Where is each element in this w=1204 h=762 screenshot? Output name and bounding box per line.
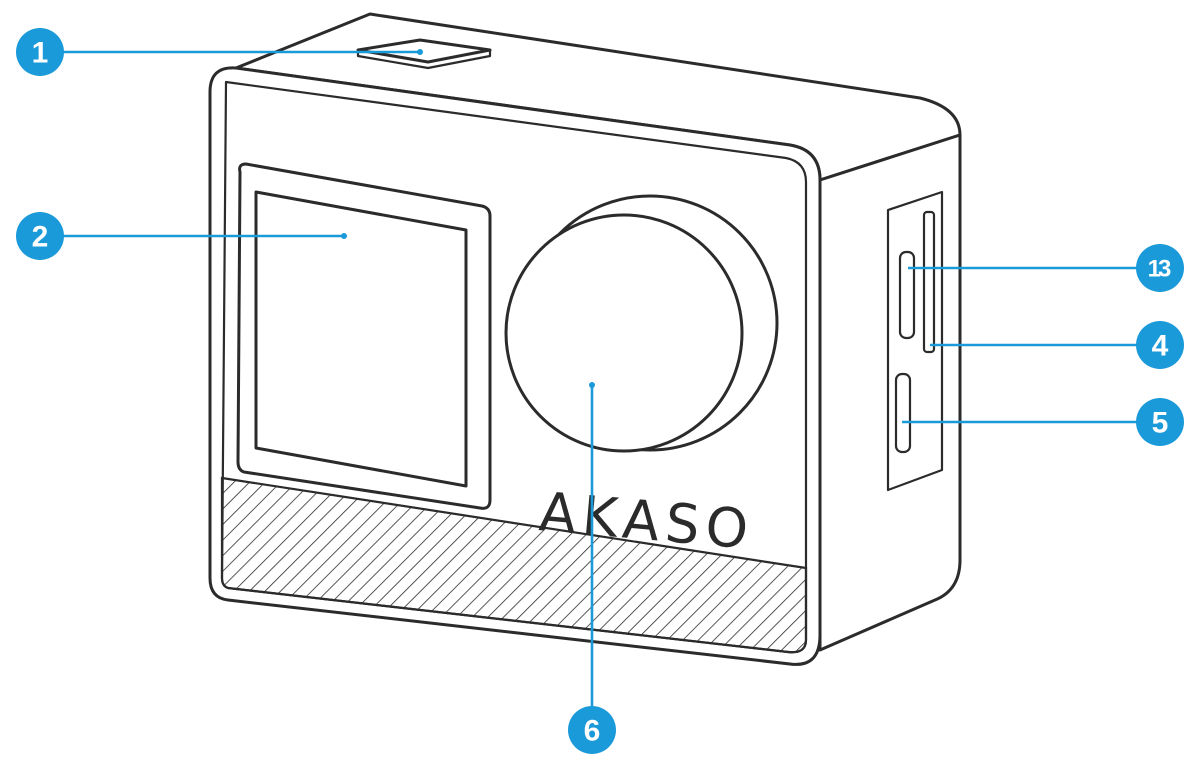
svg-text:4: 4 [1152,330,1169,363]
svg-text:1: 1 [32,37,49,70]
front-screen [254,190,468,488]
sd-card-slot [922,210,936,354]
leader-dot-6 [589,382,595,388]
usb-port [894,372,912,454]
callout-5: 5 [1136,398,1184,446]
port-door [886,190,944,492]
callout-2: 2 [16,212,64,260]
camera-side-face [818,133,962,652]
lens [504,213,744,453]
callout-3: 13 [1136,244,1184,292]
leader-dot-2 [341,233,347,239]
hdmi-port [898,250,916,340]
svg-text:13: 13 [1148,256,1171,283]
shutter-button-edge [356,50,492,70]
callout-1: 1 [16,28,64,76]
svg-text:2: 2 [32,221,49,254]
svg-text:6: 6 [584,715,601,748]
grip-texture [220,476,808,654]
svg-text:5: 5 [1152,407,1169,440]
callout-4: 4 [1136,321,1184,369]
callout-6: 6 [568,706,616,754]
leader-dot-1 [417,49,423,55]
